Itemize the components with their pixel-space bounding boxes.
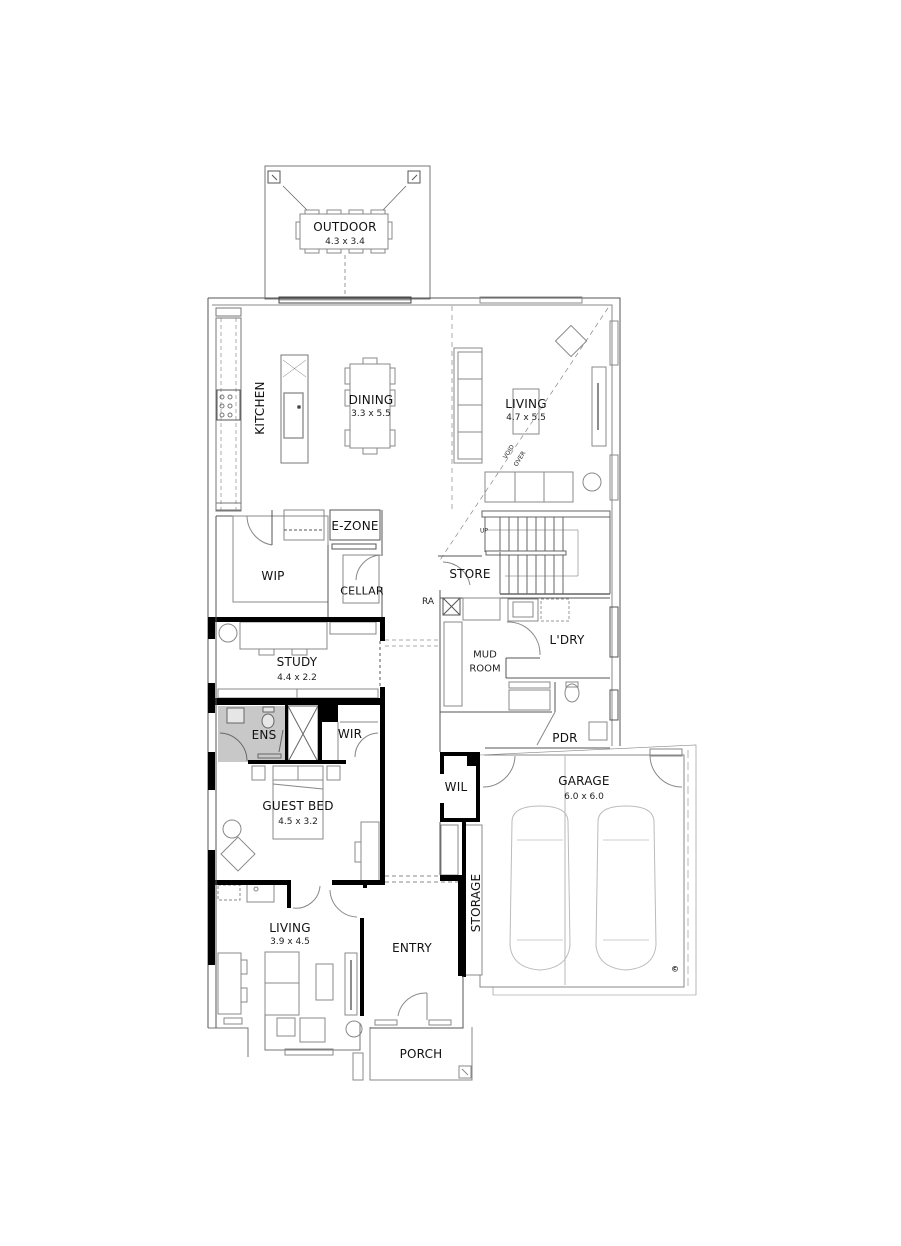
- room-label-wir: WIR: [337, 727, 363, 741]
- room-label-living-upper: LIVING: [505, 397, 547, 411]
- stairs: [481, 510, 611, 595]
- room-label-mudroom-1: MUD: [473, 649, 497, 661]
- ensuite-fixtures: [219, 705, 319, 763]
- room-label-garage: GARAGE: [558, 774, 610, 788]
- porch-area: [352, 1027, 473, 1081]
- copyright-icon: ©: [671, 964, 679, 974]
- exterior-walls: [207, 296, 621, 1028]
- room-label-living-lower: LIVING: [269, 921, 311, 935]
- room-size-study: 4.4 x 2.2: [277, 673, 317, 683]
- living-lower-furniture: [208, 883, 363, 1057]
- room-label-ezone: E-ZONE: [331, 519, 379, 533]
- room-size-outdoor: 4.3 x 3.4: [325, 237, 365, 247]
- room-label-study: STUDY: [276, 655, 318, 669]
- entry-area: [374, 875, 458, 1026]
- room-size-living-lower: 3.9 x 4.5: [270, 937, 310, 947]
- room-size-guest-bed: 4.5 x 3.2: [278, 817, 318, 827]
- room-label-kitchen: KITCHEN: [253, 381, 267, 435]
- room-label-outdoor: OUTDOOR: [313, 220, 377, 234]
- room-label-store: STORE: [449, 567, 491, 581]
- room-label-wip: WIP: [261, 569, 285, 583]
- room-size-living-upper: 4.7 x 5.5: [506, 413, 546, 423]
- room-label-entry: ENTRY: [392, 941, 432, 955]
- ra-label: RA: [421, 597, 435, 607]
- wir: [337, 721, 379, 762]
- dining-table: [344, 357, 396, 455]
- room-label-ensuite: ENS: [251, 728, 277, 742]
- utility-area: [438, 555, 619, 746]
- room-label-storage: STORAGE: [469, 873, 483, 933]
- room-label-pdr: PDR: [552, 731, 578, 745]
- kitchen-island: [280, 354, 309, 464]
- room-label-dining: DINING: [348, 393, 394, 407]
- kitchen-bench: [215, 307, 242, 512]
- room-label-mudroom-2: ROOM: [469, 663, 501, 675]
- stairs-up-label: UP: [479, 527, 489, 535]
- pantry-area: [215, 509, 383, 617]
- room-size-garage: 6.0 x 6.0: [564, 792, 604, 802]
- outdoor-area: [264, 165, 431, 300]
- room-label-cellar: CELLAR: [340, 584, 384, 598]
- room-label-wil: WIL: [444, 780, 468, 794]
- room-label-porch: PORCH: [399, 1047, 443, 1061]
- room-size-dining: 3.3 x 5.5: [351, 409, 391, 419]
- structural-walls: [208, 617, 480, 1016]
- garage-area: [479, 744, 697, 996]
- room-label-guest-bed: GUEST BED: [262, 799, 334, 813]
- living-upper-furniture: [439, 306, 619, 561]
- room-label-laundry: L'DRY: [549, 633, 585, 647]
